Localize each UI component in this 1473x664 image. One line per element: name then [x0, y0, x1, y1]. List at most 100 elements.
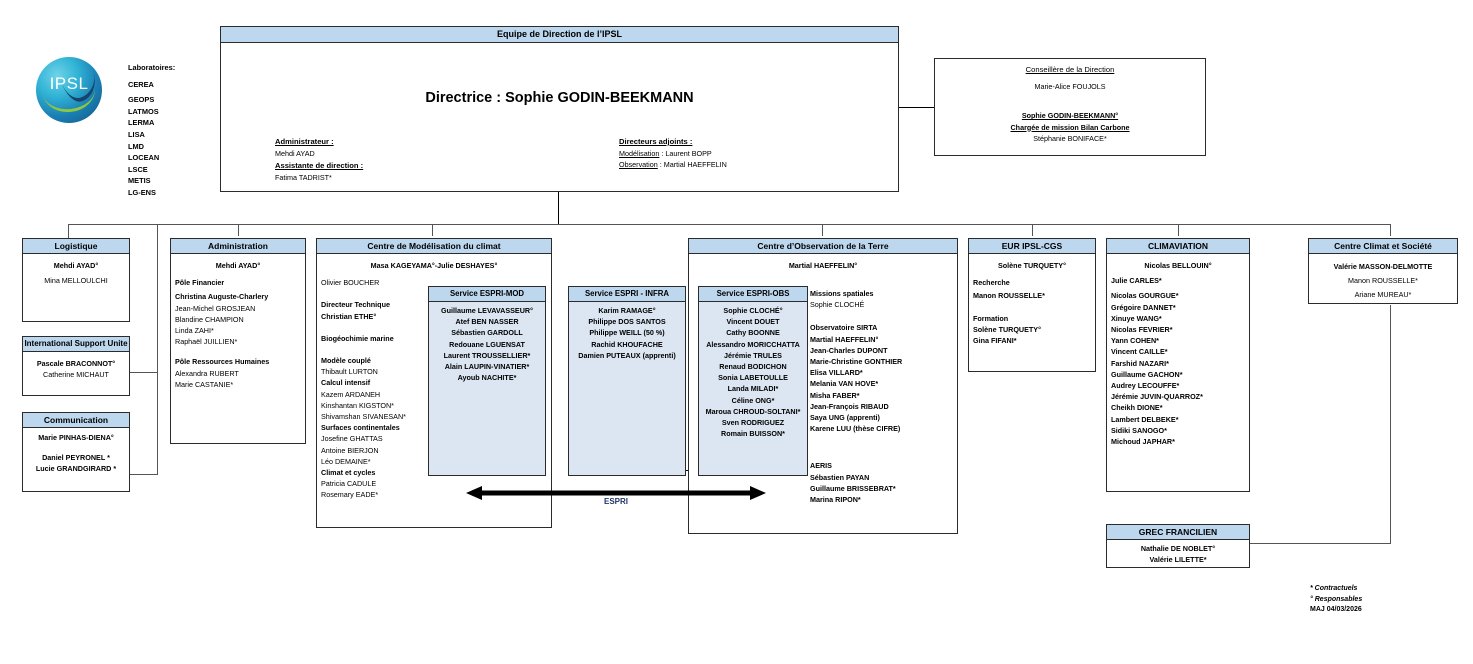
assistante-label: Assistante de direction :	[275, 161, 364, 170]
espri-mod-member: Alain LAUPIN-VINATIER*	[444, 362, 530, 372]
modelisation-group-title: Surfaces continentales	[321, 423, 400, 433]
directeurs-adjoints-label: Directeurs adjoints :	[619, 137, 693, 146]
espri-mod-lead: Guillaume LEVAVASSEUR°	[441, 306, 533, 315]
climaviation-box: CLIMAVIATION Nicolas BELLOUIN° Julie CAR…	[1106, 238, 1250, 492]
modelisation-group-title: Climat et cycles	[321, 468, 376, 478]
eur-member: Gina FIFANI*	[973, 336, 1017, 346]
observation-member: Martial HAEFFELIN°	[810, 334, 879, 344]
espri-obs-box: Service ESPRI-OBS Sophie CLOCHÉ° Vincent…	[698, 286, 808, 476]
espri-obs-member: Romain BUISSON*	[721, 429, 785, 439]
espri-obs-member: Cathy BOONNE	[726, 328, 780, 338]
espri-arrow	[466, 485, 766, 507]
observation-member: Elisa VILLARD*	[810, 368, 863, 378]
climat-societe-box: Centre Climat et Société Valérie MASSON-…	[1308, 238, 1458, 304]
espri-mod-member: Laurent TROUSSELLIER*	[443, 350, 531, 360]
climaviation-member: Farshid NAZARI*	[1111, 358, 1169, 368]
eur-member: Solène TURQUETY°	[973, 324, 1041, 334]
climaviation-member: Sidiki SANOGO*	[1111, 425, 1167, 435]
modelisation-group-title: Calcul intensif	[321, 378, 371, 388]
espri-infra-lead: Karim RAMAGE°	[598, 306, 656, 315]
administration-member: Linda ZAHI*	[175, 326, 214, 336]
climat-societe-member: Manon ROUSSELLE*	[1348, 276, 1418, 286]
connector-drop-eur	[1032, 224, 1033, 236]
communication-header: Communication	[23, 413, 129, 428]
modelisation-member: Shivamshan SIVANESAN*	[321, 412, 406, 422]
director-line: Directrice : Sophie GODIN-BEEKMANN	[425, 90, 694, 106]
advisor-role2: Chargée de mission Bilan Carbone	[1010, 122, 1130, 132]
administration-box: Administration Mehdi AYAD° Pôle Financie…	[170, 238, 306, 444]
footer-line-responsables: ° Responsables	[1310, 595, 1363, 603]
isu-header: International Support Unite	[23, 337, 129, 352]
climaviation-member: Yann COHEN*	[1111, 336, 1159, 346]
espri-obs-lead: Sophie CLOCHÉ°	[723, 306, 783, 315]
observation-member: Misha FABER*	[810, 390, 860, 400]
administrateur-name: Mehdi AYAD	[275, 148, 315, 158]
administration-member: Marie CASTANIE*	[175, 379, 234, 389]
espri-infra-member: Philippe WEILL (50 %)	[589, 328, 665, 338]
modelisation-member: Olivier BOUCHER	[321, 278, 380, 288]
communication-box: Communication Marie PINHAS-DIENA° Daniel…	[22, 412, 130, 492]
espri-obs-member: Céline ONG*	[731, 395, 775, 405]
administration-header: Administration	[171, 239, 305, 254]
footer-legend: * Contractuels ° Responsables MAJ 04/03/…	[1310, 584, 1450, 616]
modelisation-member: Léo DEMAINE*	[321, 456, 371, 466]
climaviation-member: Nicolas GOURGUE*	[1111, 291, 1179, 301]
climaviation-member: Michoud JAPHAR*	[1111, 437, 1175, 447]
modelisation-member: Josefine GHATTAS	[321, 434, 383, 444]
lab-item: LISA	[128, 129, 145, 139]
logistique-member: Mina MELLOULCHI	[44, 276, 108, 286]
observation-lead: Martial HAEFFELIN°	[788, 261, 858, 270]
climaviation-member: Nicolas FEVRIER*	[1111, 325, 1173, 335]
deputy-observation-label: Observation	[619, 160, 658, 169]
administration-member: Alexandra RUBERT	[175, 368, 239, 378]
lab-item: GEOPS	[128, 95, 155, 105]
observation-member: Sébastien PAYAN	[810, 472, 870, 482]
logistique-lead: Mehdi AYAD°	[53, 261, 99, 270]
deputy-modelisation: Modélisation : Laurent BOPP	[619, 148, 879, 160]
climaviation-member: Audrey LECOUFFE*	[1111, 381, 1180, 391]
administrateur-label: Administrateur :	[275, 137, 334, 146]
connector-stem-main	[558, 192, 559, 224]
lab-item: LMD	[128, 141, 145, 151]
eur-member: Manon ROUSSELLE*	[973, 291, 1045, 301]
advisor-name: Marie-Alice FOUJOLS	[1034, 82, 1106, 92]
connector-drop-climat-societe	[1390, 224, 1391, 236]
climaviation-member: Julie CARLES*	[1111, 276, 1162, 286]
logistique-header: Logistique	[23, 239, 129, 254]
connector-left-spine	[157, 224, 158, 474]
deputy-modelisation-label: Modélisation	[619, 148, 660, 158]
espri-mod-member: Atef BEN NASSER	[455, 317, 519, 327]
climat-societe-lead: Valérie MASSON-DELMOTTE	[1333, 262, 1433, 271]
espri-mod-member: Redouane LGUENSAT	[449, 339, 525, 349]
climaviation-member: Xinuye WANG*	[1111, 313, 1162, 323]
observation-group-title: AERIS	[810, 461, 832, 471]
eur-lead: Solène TURQUETY°	[998, 261, 1066, 270]
modelisation-header: Centre de Modélisation du climat	[317, 239, 551, 254]
connector-grec-vertical	[1390, 305, 1391, 544]
lab-item: LSCE	[128, 164, 148, 174]
laboratoires-title: Laboratoires:	[128, 63, 176, 72]
espri-infra-member: Rachid KHOUFACHE	[591, 339, 663, 349]
connector-communication	[130, 474, 158, 475]
ipsl-logo: IPSL	[36, 57, 102, 123]
climat-societe-header: Centre Climat et Société	[1309, 239, 1457, 254]
administration-section-title: Pôle Ressources Humaines	[175, 357, 270, 367]
grec-member: Valérie LILETTE*	[1149, 555, 1207, 565]
logo-green-swoosh	[43, 88, 97, 115]
assistante-name: Fatima TADRIST*	[275, 172, 332, 182]
lab-item: CEREA	[128, 79, 154, 89]
connector-advisor	[898, 107, 934, 108]
grec-member: Nathalie DE NOBLET°	[1140, 544, 1216, 553]
espri-arrow-label: ESPRI	[603, 497, 628, 506]
espri-mod-member: Sébastien GARDOLL	[451, 328, 523, 338]
climaviation-member: Lambert DELBEKE*	[1111, 414, 1179, 424]
espri-obs-member: Sven RODRIGUEZ	[721, 418, 785, 428]
observation-group-title: Missions spatiales	[810, 289, 874, 298]
climaviation-member: Grégoire DANNET*	[1111, 302, 1176, 312]
espri-obs-header: Service ESPRI-OBS	[699, 287, 807, 302]
connector-grec	[1249, 543, 1390, 544]
modelisation-member: Rosemary EADE*	[321, 490, 379, 500]
grec-header: GREC FRANCILIEN	[1107, 525, 1249, 540]
observation-group-title: Observatoire SIRTA	[810, 323, 878, 333]
climaviation-member: Vincent CAILLE*	[1111, 347, 1168, 357]
